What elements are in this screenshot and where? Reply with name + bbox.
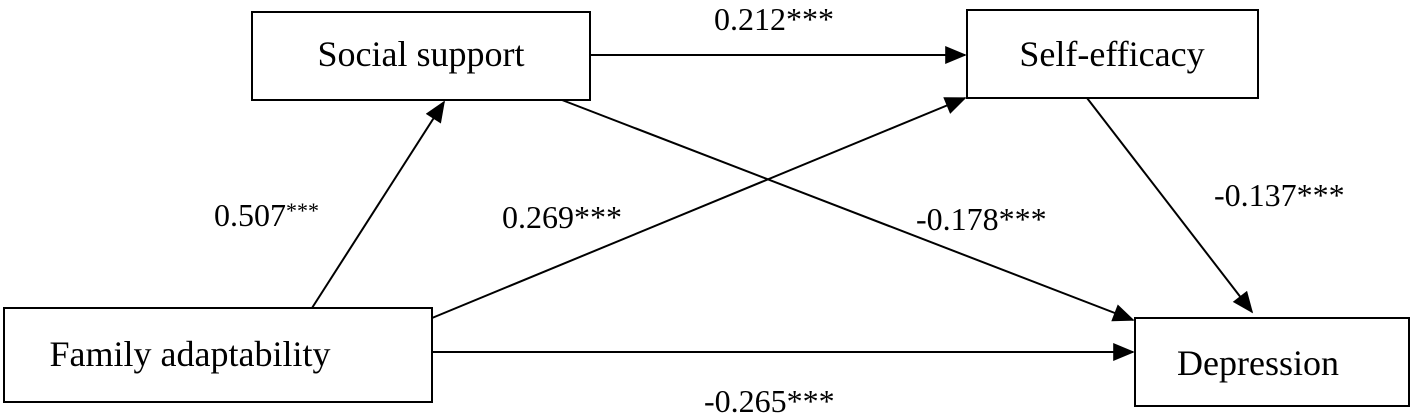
coef-family-to-selfefficacy: 0.269*** xyxy=(502,199,622,235)
edge-social-to-depression xyxy=(561,99,1135,322)
edge-selfefficacy-to-depression xyxy=(1086,97,1254,314)
node-label: Family adaptability xyxy=(50,334,331,374)
node-self-efficacy: Self-efficacy xyxy=(966,9,1259,99)
coef-social-to-depression: -0.178*** xyxy=(916,201,1047,237)
node-family-adaptability: Family adaptability xyxy=(3,307,433,403)
node-label: Social support xyxy=(318,34,525,74)
node-social-support: Social support xyxy=(251,11,591,101)
coef-family-to-depression: -0.265*** xyxy=(704,383,835,415)
coef-value: 0.507 xyxy=(214,197,286,233)
node-label: Self-efficacy xyxy=(1019,34,1204,74)
coef-significance: *** xyxy=(286,198,319,223)
node-depression: Depression xyxy=(1134,317,1410,407)
coef-social-to-selfefficacy: 0.212*** xyxy=(714,1,834,37)
edge-family-to-social xyxy=(311,100,445,309)
node-label: Depression xyxy=(1177,343,1339,383)
coef-family-to-social: 0.507*** xyxy=(214,197,319,233)
coef-selfefficacy-to-depression: -0.137*** xyxy=(1214,177,1345,213)
edge-family-to-selfefficacy xyxy=(431,97,967,319)
